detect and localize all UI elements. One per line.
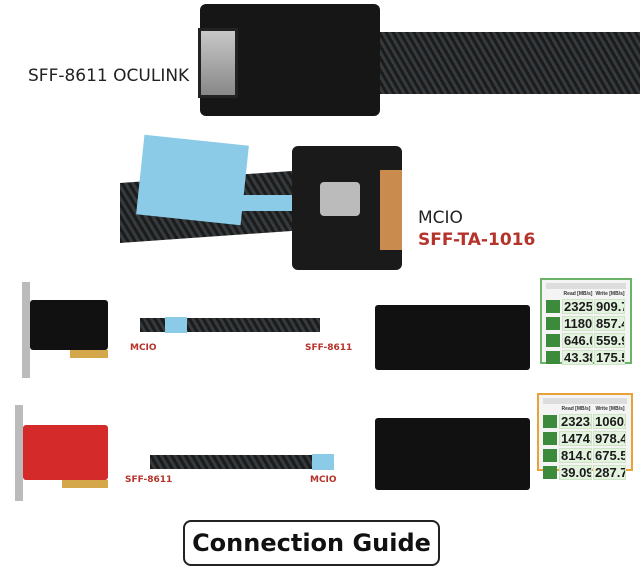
cable-row2 [150,455,330,469]
oculink-label: SFF-8611 OCULINK [28,66,190,86]
bench-row: 1180.7857.4 [546,316,626,331]
write-header: Write [MB/s] [595,291,625,297]
pcie-bracket [15,405,23,501]
benchmark-panel-2: Read [MB/s] Write [MB/s] 2323.51060.5 147… [537,393,633,480]
connection-guide-button[interactable]: Connection Guide [183,520,440,566]
read-value: 1474.5 [559,431,592,446]
read-value: 43.38 [562,350,593,365]
benchmark-panel-1: Read [MB/s]Write [MB/s] 2325.8909.7 1180… [540,278,632,365]
mcio-pull-tab [136,134,249,226]
row1-right-label: SFF-8611 [305,343,353,353]
write-value: 909.7 [594,299,625,314]
mcio-pcie-card [30,300,108,350]
write-value: 287.7 [593,465,626,480]
read-value: 646.0 [562,333,593,348]
blue-tab-row2 [312,454,334,470]
read-header: Read [MB/s] [563,291,593,297]
row2-right-label: MCIO [310,475,337,485]
blue-tab-row1 [165,317,187,333]
oculink-pcie-card [23,425,108,480]
pcie-gold-fingers [62,480,108,488]
read-value: 2325.8 [562,299,593,314]
write-value: 857.4 [594,316,625,331]
oculink-plug [198,28,238,98]
oculink-cable [330,32,640,94]
mcio-contacts [380,170,402,250]
mcio-latch [320,182,360,216]
write-value: 1060.5 [593,414,626,429]
m2-adapter-board-2 [375,418,530,490]
bench-row: 2323.51060.5 [543,414,627,429]
read-value: 39.09 [559,465,592,480]
pcie-bracket [22,282,30,378]
write-value: 978.4 [593,431,626,446]
row2-left-label: SFF-8611 [125,475,173,485]
write-header: Write [MB/s] [595,406,625,412]
pcie-gold-fingers [70,350,108,358]
bench-row: 43.38175.5 [546,350,626,365]
read-header: Read [MB/s] [561,406,591,412]
bench-row: 646.0559.9 [546,333,626,348]
mcio-label: MCIO [418,208,463,228]
mcio-spec-label: SFF-TA-1016 [418,230,536,250]
read-value: 814.0 [559,448,592,463]
write-value: 559.9 [594,333,625,348]
write-value: 675.5 [593,448,626,463]
bench-row: 2325.8909.7 [546,299,626,314]
write-value: 175.5 [594,350,625,365]
m2-adapter-board-1 [375,305,530,370]
read-value: 2323.5 [559,414,592,429]
row1-left-label: MCIO [130,343,157,353]
bench-row: 1474.5978.4 [543,431,627,446]
read-value: 1180.7 [562,316,593,331]
